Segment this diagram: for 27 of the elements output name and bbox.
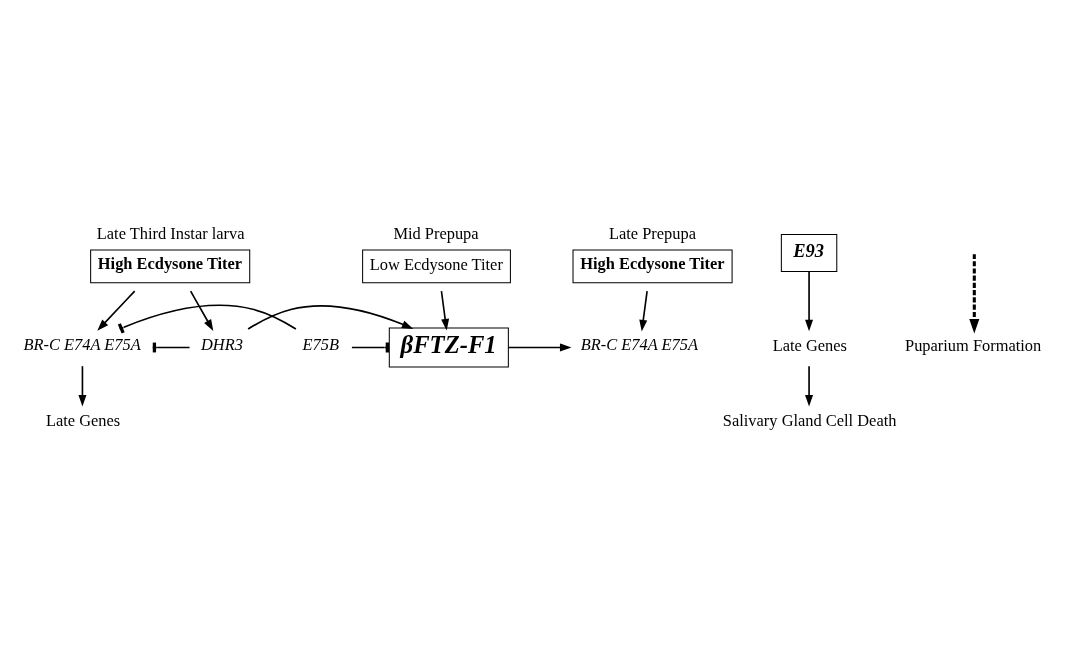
node-label: Late Prepupa — [608, 223, 696, 243]
node-box: Low Ecdysone Titer — [362, 249, 511, 284]
node-label: Mid Prepupa — [393, 223, 479, 243]
node-box: High Ecdysone Titer — [90, 249, 251, 284]
arrow — [440, 290, 450, 331]
arrow — [805, 365, 814, 407]
arrow — [639, 290, 648, 332]
arrow — [189, 290, 214, 332]
node-label: Late Third Instar larva — [96, 223, 245, 243]
node-text: Late Genes — [772, 336, 847, 356]
arrow — [97, 290, 136, 331]
node-box: E93 — [780, 234, 838, 273]
node-text: DHR3 — [200, 335, 243, 355]
node-text: Puparium Formation — [905, 336, 1042, 356]
node-text: Late Genes — [46, 411, 121, 431]
connector — [117, 304, 297, 334]
arrow — [247, 305, 414, 330]
node-text: E75B — [302, 335, 340, 355]
arrow — [805, 271, 814, 332]
arrow — [969, 254, 980, 334]
node-box: High Ecdysone Titer — [572, 249, 733, 284]
arrow — [507, 343, 572, 352]
node-box: βFTZ-F1 — [388, 327, 509, 368]
node-text: BR-C E74A E75A — [23, 335, 141, 355]
arrow — [78, 365, 87, 407]
node-text: Salivary Gland Cell Death — [722, 411, 897, 431]
node-text: BR-C E74A E75A — [580, 335, 698, 355]
